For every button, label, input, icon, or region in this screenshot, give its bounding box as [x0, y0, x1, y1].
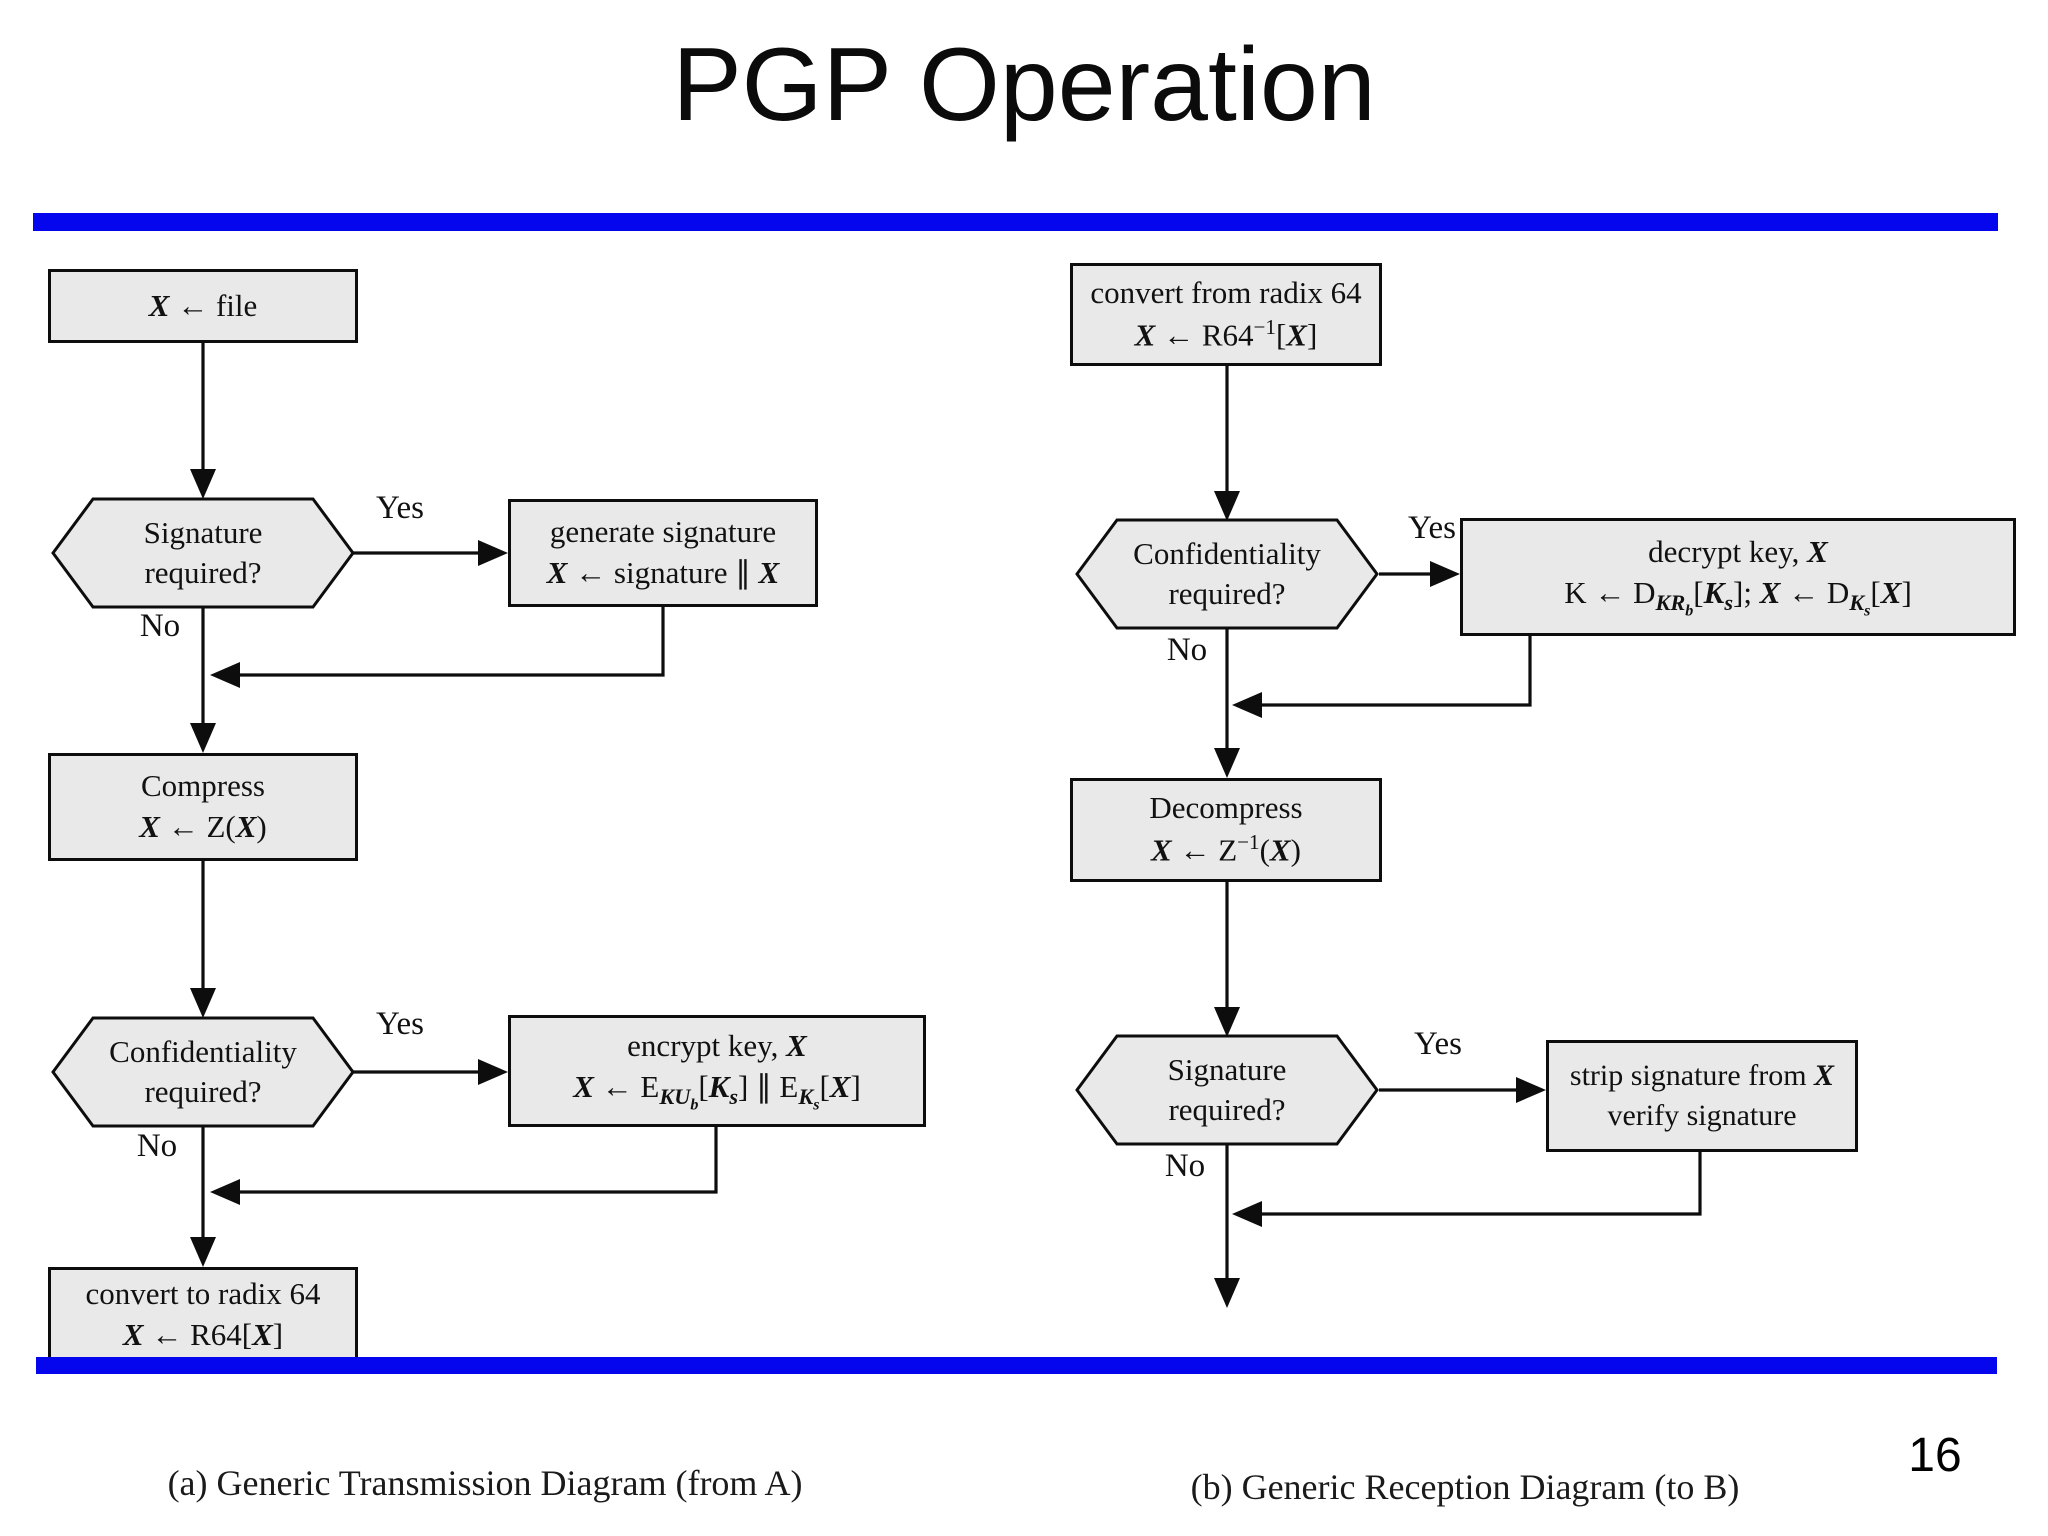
branch-label-yes: Yes [375, 490, 425, 526]
node-label: X ← file [148, 287, 258, 323]
arrowhead [190, 469, 216, 499]
decision-hexagon-confidentiality [51, 1016, 355, 1128]
branch-label-yes: Yes [1407, 510, 1457, 546]
arrowhead [1214, 491, 1240, 521]
transmission-connectors [201, 342, 718, 1239]
branch-label-no: No [1166, 632, 1208, 668]
caption-transmission: (a) Generic Transmission Diagram (from A… [167, 1463, 803, 1503]
arrowhead [1516, 1077, 1546, 1103]
arrowhead [190, 988, 216, 1018]
decision-hexagon-signature [1075, 1034, 1379, 1146]
branch-label-no: No [136, 1128, 178, 1164]
arrowhead [1430, 561, 1460, 587]
decision-hexagon-confidentiality [1075, 518, 1379, 630]
arrowhead [1214, 1007, 1240, 1037]
reception-arrowheads [1214, 491, 1546, 1308]
arrowhead [478, 540, 508, 566]
reception-decisions [1075, 518, 1379, 1146]
branch-label-no: No [139, 608, 181, 644]
top-divider-bar [33, 213, 1998, 231]
reception-connectors [1225, 366, 1702, 1280]
arrowhead [1232, 692, 1262, 718]
branch-label-yes: Yes [1413, 1026, 1463, 1062]
branch-label-no: No [1164, 1148, 1206, 1184]
branch-label-yes: Yes [375, 1006, 425, 1042]
arrowhead [190, 723, 216, 753]
page-number: 16 [1908, 1429, 1962, 1482]
arrowhead [1232, 1201, 1262, 1227]
arrowhead [210, 662, 240, 688]
arrowhead [190, 1237, 216, 1267]
page-title: PGP Operation [672, 27, 1376, 143]
arrowhead [1214, 1278, 1240, 1308]
transmission-arrowheads [190, 469, 508, 1267]
caption-reception: (b) Generic Reception Diagram (to B) [1190, 1467, 1740, 1507]
arrowhead [210, 1179, 240, 1205]
decision-hexagon-signature [51, 497, 355, 609]
arrowhead [1214, 748, 1240, 778]
bottom-divider-bar [36, 1357, 1997, 1374]
node-x-from-file: X ← file [48, 269, 358, 343]
transmission-decisions [51, 497, 355, 1128]
arrowhead [478, 1059, 508, 1085]
